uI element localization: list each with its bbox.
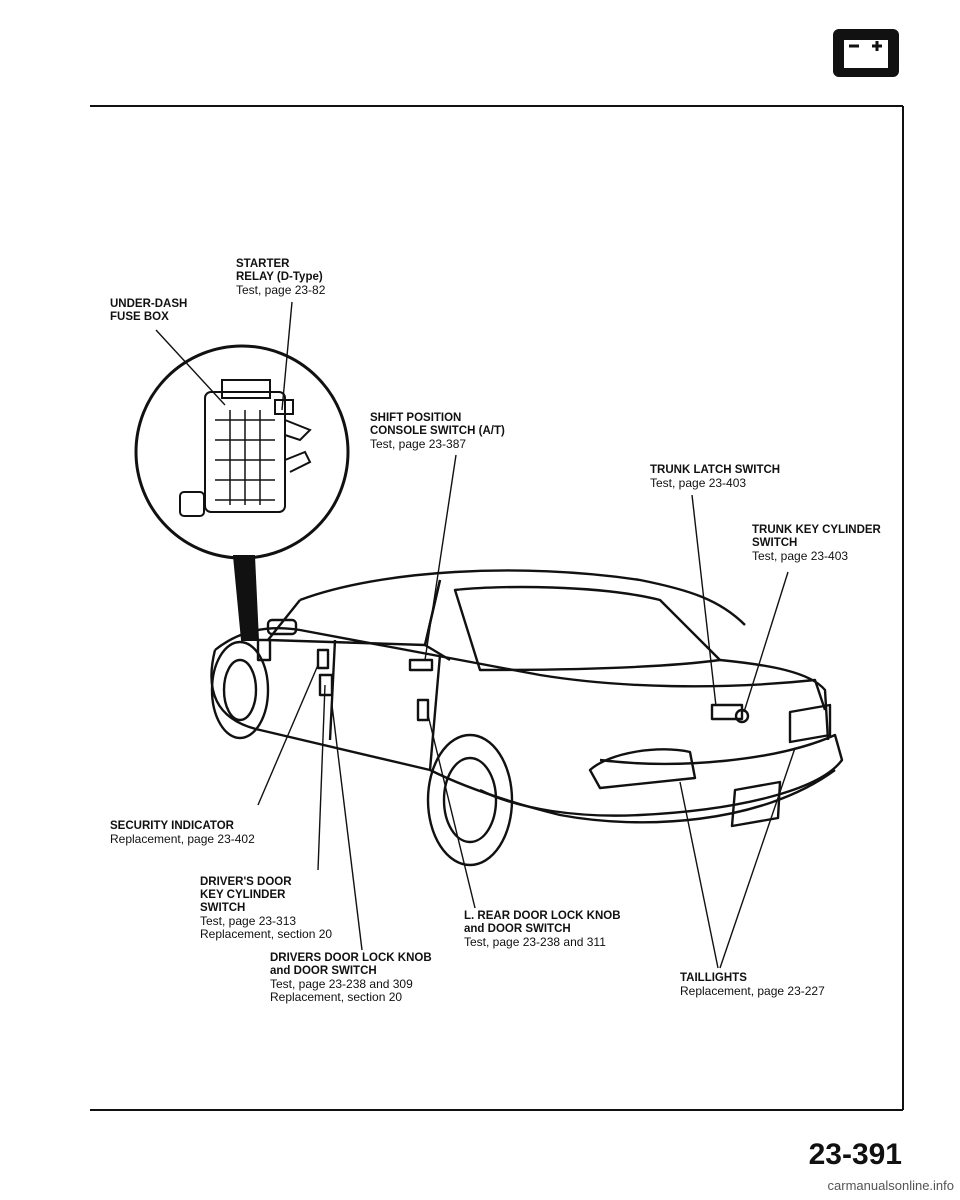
label-shift-position-switch: SHIFT POSITION CONSOLE SWITCH (A/T) Test…: [370, 412, 505, 451]
car-illustration: [210, 569, 844, 867]
label-trunk-key-cylinder: TRUNK KEY CYLINDER SWITCH Test, page 23-…: [752, 524, 881, 563]
label-drivers-door-key-cylinder: DRIVER'S DOOR KEY CYLINDER SWITCH Test, …: [200, 876, 333, 941]
watermark: carmanualsonline.info: [827, 1178, 954, 1193]
label-starter-relay: STARTER RELAY (D-Type) Test, page 23-82: [236, 258, 326, 297]
label-drivers-door-lock-knob: DRIVERS DOOR LOCK KNOB and DOOR SWITCH T…: [270, 952, 432, 1004]
battery-icon: [833, 29, 899, 77]
fuse-box-detail: [134, 344, 350, 641]
page-number: 23-391: [808, 1138, 902, 1171]
label-under-dash-fuse-box: UNDER-DASH FUSE BOX: [110, 298, 188, 323]
label-rear-door-lock-knob: L. REAR DOOR LOCK KNOB and DOOR SWITCH T…: [464, 910, 621, 949]
label-security-indicator: SECURITY INDICATOR Replacement, page 23-…: [110, 820, 255, 846]
leader-lines: [155, 301, 796, 969]
label-taillights: TAILLIGHTS Replacement, page 23-227: [680, 972, 825, 998]
label-trunk-latch-switch: TRUNK LATCH SWITCH Test, page 23-403: [650, 464, 781, 490]
